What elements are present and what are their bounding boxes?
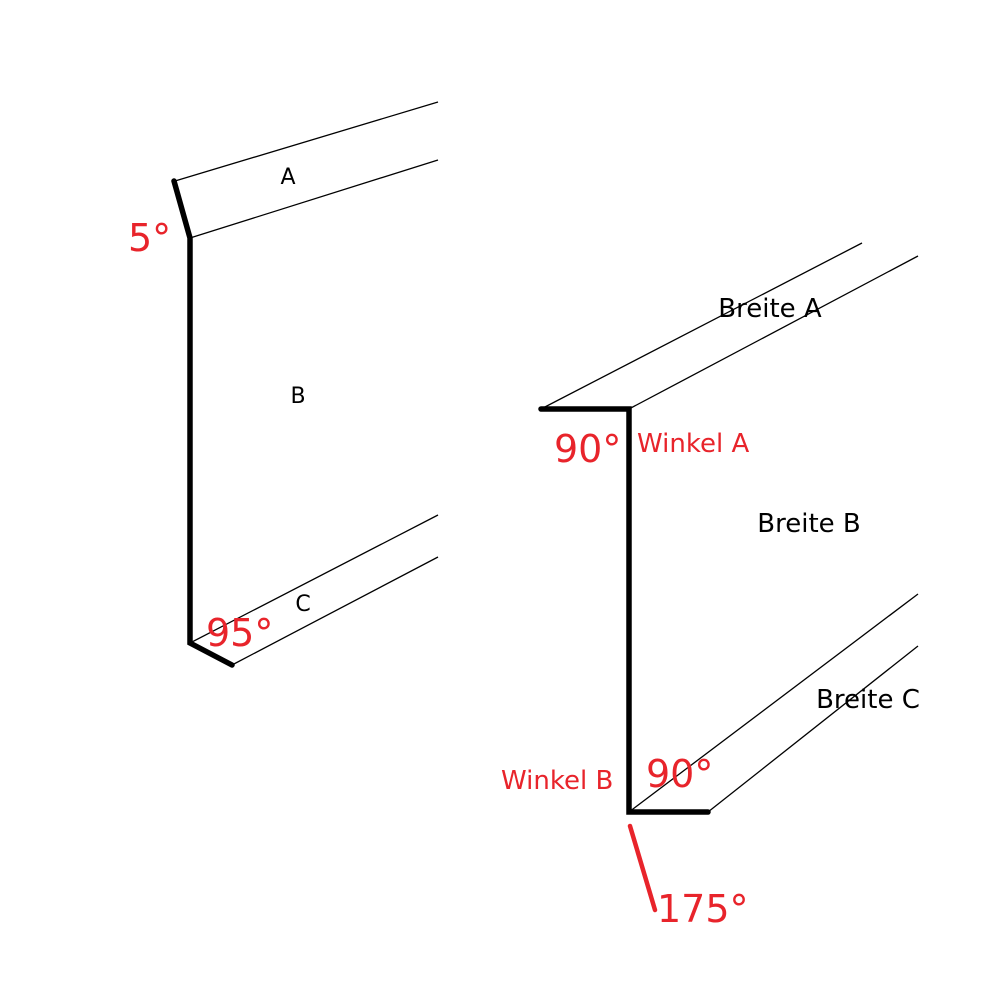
right-angle-top: 90° (554, 427, 621, 471)
right-label-breite-a: Breite A (718, 294, 822, 324)
right-corner-a-label: Winkel A (637, 429, 749, 459)
right-angle-bottom: 90° (646, 752, 713, 796)
left-flange-a-bottom-edge (189, 159, 439, 239)
left-profile: A B C 5° 95° (128, 101, 439, 668)
right-label-breite-c: Breite C (816, 685, 920, 715)
left-label-b: B (290, 384, 305, 409)
right-flange-a-back-edge (540, 242, 863, 410)
right-label-breite-b: Breite B (757, 509, 860, 539)
left-flange-c-inner-edge (189, 514, 439, 644)
left-label-a: A (280, 165, 295, 190)
right-angle-outer: 175° (657, 887, 749, 931)
right-flange-c-outer-edge (707, 645, 919, 813)
left-flange-a-top-edge (174, 101, 439, 182)
left-label-c: C (295, 592, 310, 617)
left-angle-bottom: 95° (206, 611, 273, 655)
right-flange-a-front-edge (628, 255, 919, 410)
left-profile-section (171, 178, 235, 668)
right-profile-section (538, 406, 711, 815)
left-flange-c-outer-edge (231, 556, 439, 666)
right-corner-b-label: Winkel B (501, 766, 613, 796)
right-flange-c-inner-edge (628, 593, 919, 813)
left-angle-top: 5° (128, 216, 171, 260)
angle-indicator-line (627, 823, 658, 913)
right-profile: Breite A Breite B Breite C 90° Winkel A … (501, 242, 920, 931)
